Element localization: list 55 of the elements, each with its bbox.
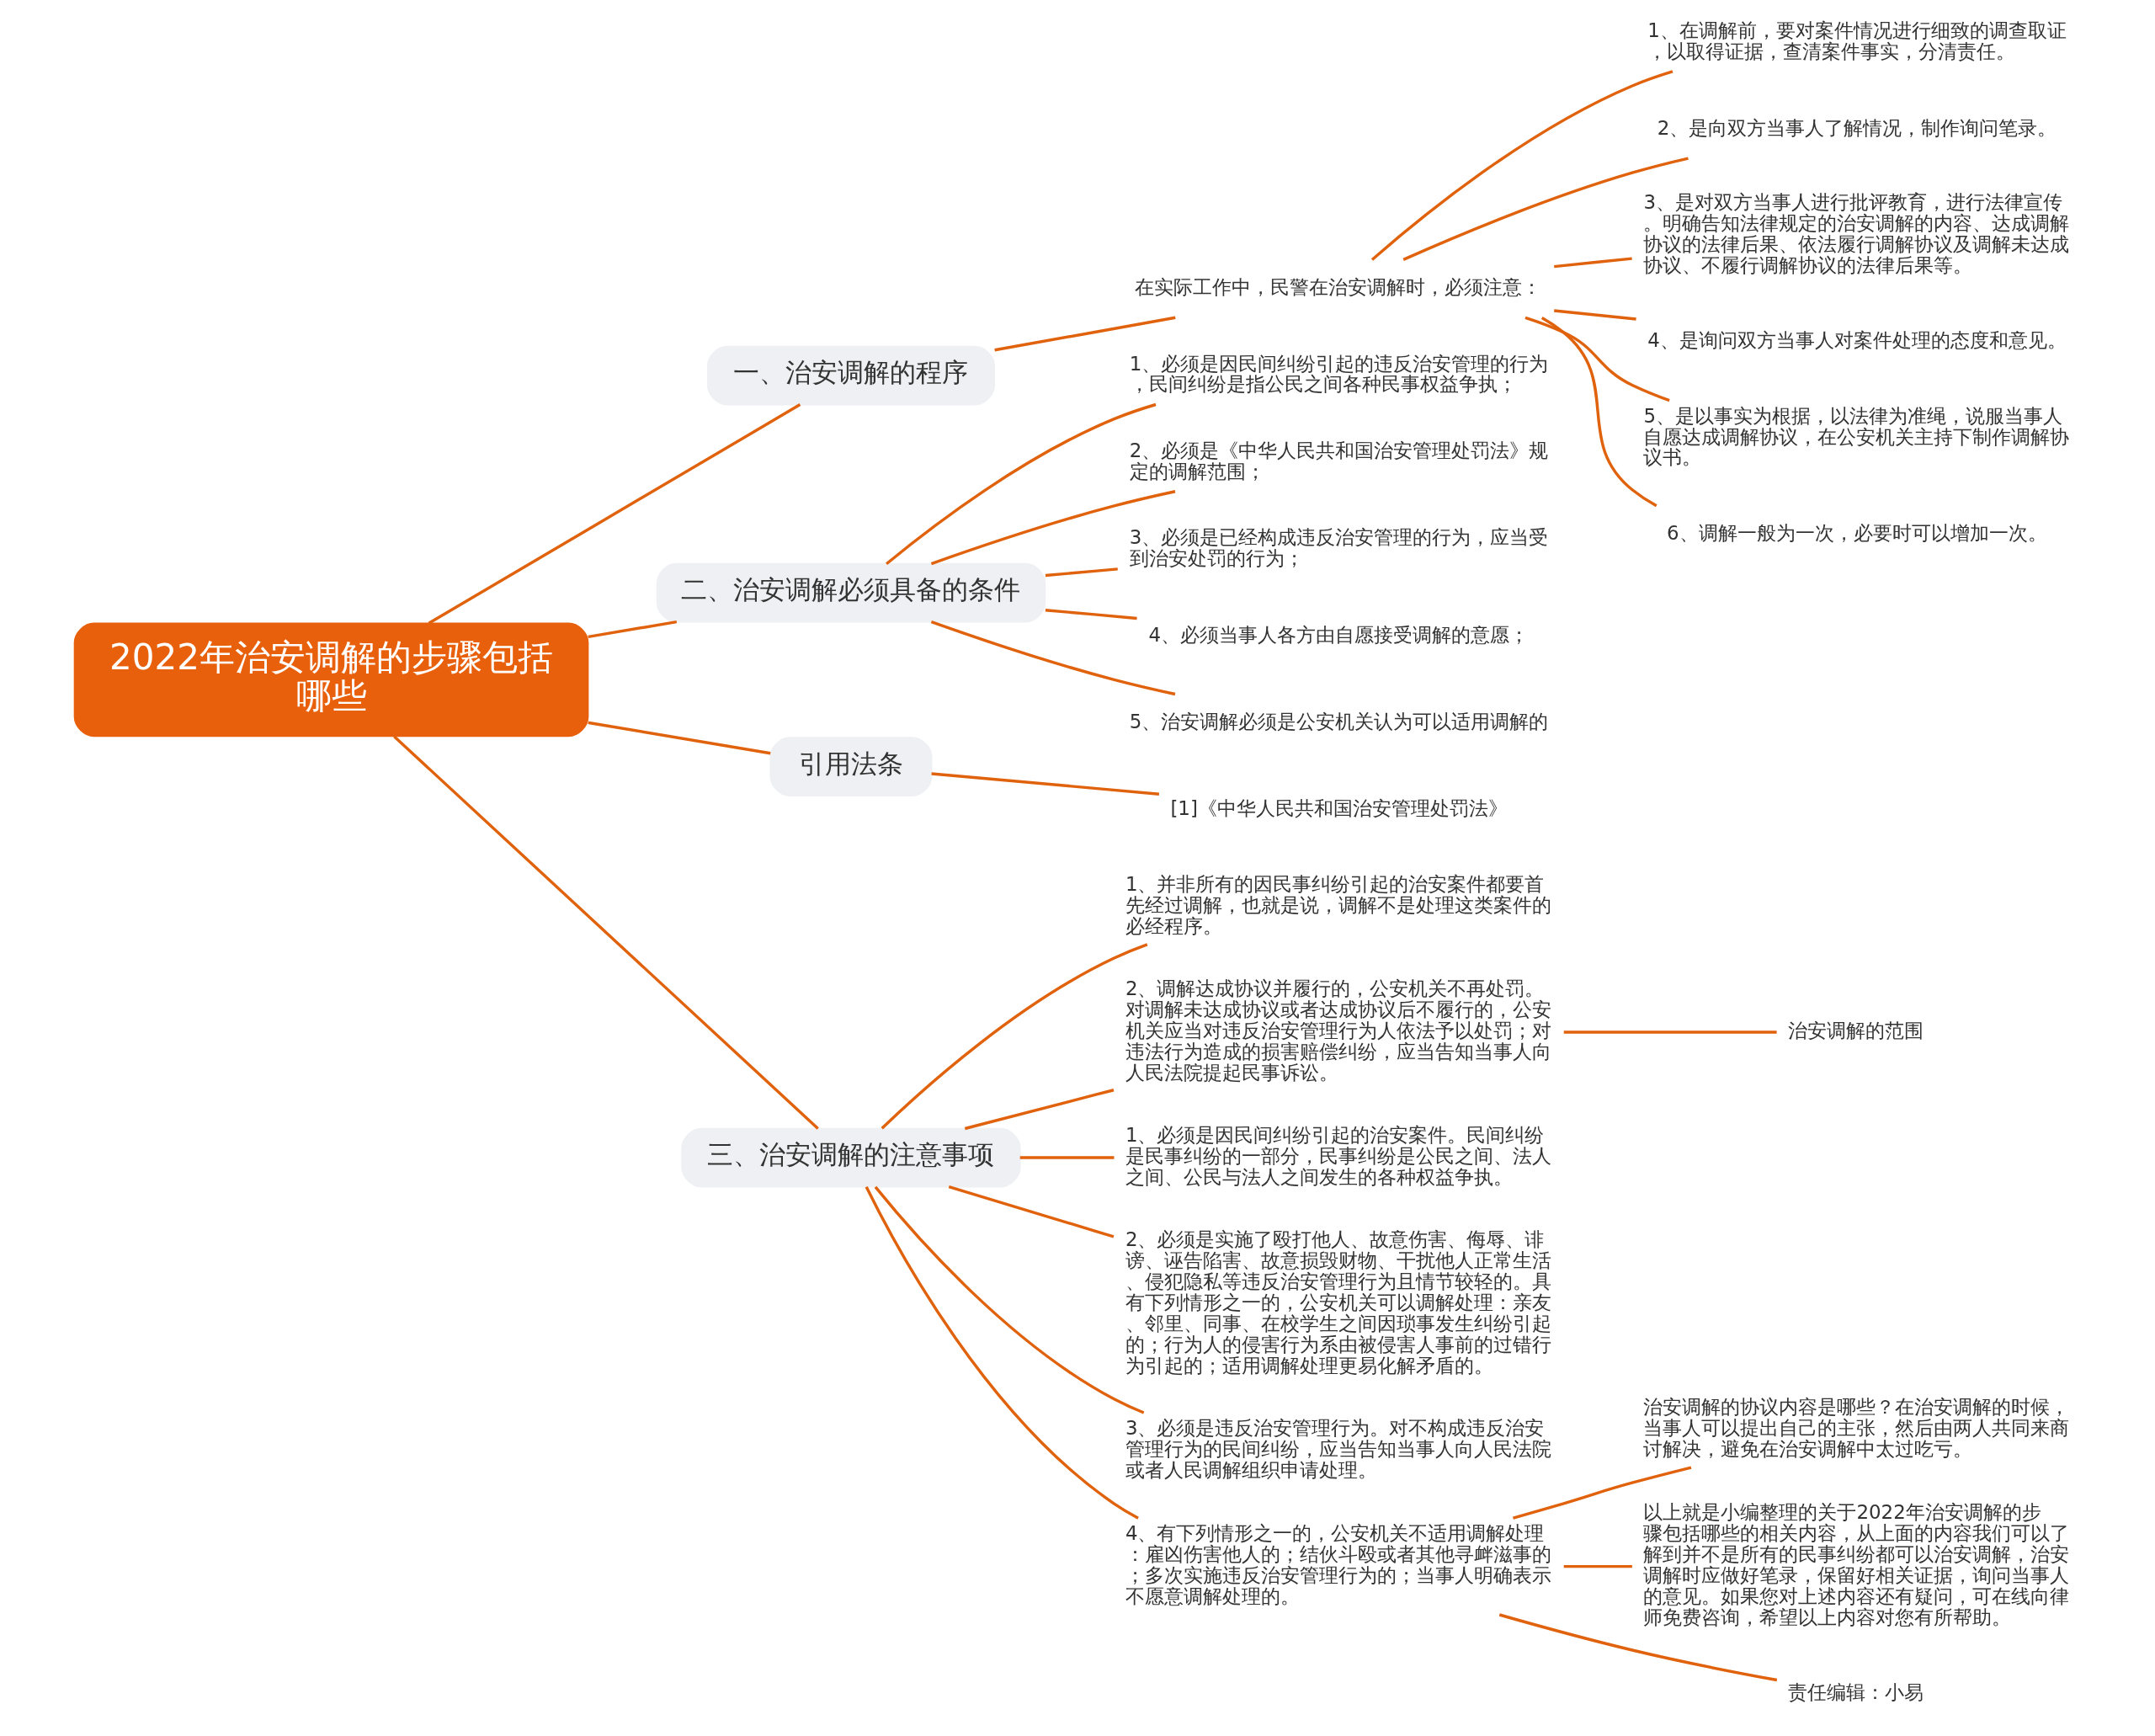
connector xyxy=(1045,567,1118,578)
node-text: 3、必须是已经构成违反治安管理的行为，应当受到治安处罚的行为； xyxy=(1129,526,1548,569)
node-text: 2、是向双方当事人了解情况，制作询问笔录。 xyxy=(1657,116,2057,139)
node-text: 4、是询问双方当事人对案件处理的态度和意见。 xyxy=(1647,328,2067,351)
node-text: 2、调解达成协议并履行的，公安机关不再处罚。对调解未达成协议或者达成协议后不履行的，公安机关应当对违反治安管理行为人依法予以处罚；对违法行为造成的损害赔偿纠纷，应当告知当事人向人民法院提起民事诉讼。 xyxy=(1125,977,1551,1084)
connector xyxy=(874,1185,1144,1414)
connector xyxy=(1402,157,1689,261)
connector xyxy=(1553,257,1632,269)
node-text: 以上就是小编整理的关于2022年治安调解的步骤包括哪些的相关内容，从上面的内容我们可以了解到并不是所有的民事纠纷都可以治安调解，治安调解时应做好笔录，保留好相关证据，询问当事人的意见。如果您对上述内容还有疑问，可在线向律师免费咨询，希望以上内容对您有所帮助。 xyxy=(1642,1501,2069,1628)
connector xyxy=(948,1185,1114,1238)
node-text: 6、调解一般为一次，必要时可以增加一次。 xyxy=(1666,522,2047,545)
connector xyxy=(1019,1156,1114,1159)
connector xyxy=(881,943,1147,1130)
connector xyxy=(930,772,1159,796)
node-box: 二、治安调解必须具备的条件 xyxy=(656,562,1046,623)
node-box: 引用法条 xyxy=(769,737,932,796)
node-text: 3、必须是违反治安管理行为。对不构成违反治安管理行为的民间纠纷，应当告知当事人向人民法院或者人民调解组织申请处理。 xyxy=(1125,1417,1551,1481)
node-text: 3、是对双方当事人进行批评教育，进行法律宣传。明确告知法律规定的治安调解的内容、达成调解协议的法律后果、依法履行调解协议及调解未达成协议、不履行调解协议的法律后果等。 xyxy=(1642,191,2069,276)
connector xyxy=(964,1089,1114,1131)
node-text: 4、有下列情形之一的，公安机关不适用调解处理：雇凶伤害他人的；结伙斗殴或者其他寻衅滋事的；多次实施违反治安管理行为的；当事人明确表示不愿意调解处理的。 xyxy=(1125,1522,1551,1607)
node-text: 2、必须是实施了殴打他人、故意伤害、侮辱、诽谤、诬告陷害、故意损毁财物、干扰他人正常生活、侵犯隐私等违反治安管理行为且情节较轻的。具有下列情形之一的，公安机关可以调解处理：亲友、邻里、同事、在校学生之间因琐事发生纠纷引起的；行为人的侵害行为系由被侵害人事前的过错行为引起的；适用调解处理更易化解矛盾的。 xyxy=(1125,1228,1551,1377)
node-text: 5、是以事实为根据，以法律为准绳，说服当事人自愿达成调解协议，在公安机关主持下制作调解协议书。 xyxy=(1642,404,2069,469)
node-box: 一、治安调解的程序 xyxy=(706,345,995,406)
node-text: [1]《中华人民共和国治安管理处罚法》 xyxy=(1169,797,1508,820)
node-text: 1、必须是因民间纠纷引起的治安案件。民间纠纷是民事纠纷的一部分，民事纠纷是公民之间、法人之间、公民与法人之间发生的各种权益争执。 xyxy=(1125,1124,1551,1188)
connector xyxy=(1553,309,1636,321)
node-box: 三、治安调解的注意事项 xyxy=(680,1127,1021,1188)
node-text: 在实际工作中，民警在治安调解时，必须注意： xyxy=(1134,275,1541,298)
connector xyxy=(1512,1466,1691,1520)
connector xyxy=(1563,1564,1632,1568)
connector xyxy=(1045,608,1137,620)
connector xyxy=(885,402,1156,566)
connector xyxy=(865,1186,1139,1520)
node-text: 5、治安调解必须是公安机关认为可以适用调解的 xyxy=(1129,710,1548,732)
node-text: 1、必须是因民间纠纷引起的违反治安管理的行为，民间纠纷是指公民之间各种民事权益争执； xyxy=(1129,352,1548,396)
node-text: 2、必须是《中华人民共和国治安管理处罚法》规定的调解范围； xyxy=(1129,439,1548,482)
connector xyxy=(1563,1030,1777,1034)
node-text: 责任编辑：小易 xyxy=(1787,1680,1924,1703)
node-text: 4、必须当事人各方由自愿接受调解的意愿； xyxy=(1148,623,1529,646)
connector xyxy=(930,490,1175,566)
node-box: 2022年治安调解的步骤包括哪些 xyxy=(73,622,588,738)
connector xyxy=(587,620,677,639)
connector xyxy=(1498,1613,1777,1682)
connector xyxy=(428,403,801,625)
node-text: 1、并非所有的因民事纠纷引起的治安案件都要首先经过调解，也就是说，调解不是处理这类案件的必经程序。 xyxy=(1125,872,1551,937)
node-text: 治安调解的范围 xyxy=(1787,1019,1924,1041)
connector xyxy=(1540,317,1657,508)
node-text: 1、在调解前，要对案件情况进行细致的调查取证，以取得证据，查清案件事实，分清责任。 xyxy=(1647,19,2067,62)
node-text: 治安调解的协议内容是哪些？在治安调解的时候，当事人可以提出自己的主张，然后由两人共同来商讨解决，避免在治安调解中太过吃亏。 xyxy=(1642,1396,2069,1460)
connector xyxy=(587,721,770,755)
connector xyxy=(1370,70,1673,261)
connector xyxy=(1524,316,1670,402)
connector xyxy=(392,735,819,1130)
connector xyxy=(930,620,1175,696)
connector xyxy=(993,316,1176,352)
